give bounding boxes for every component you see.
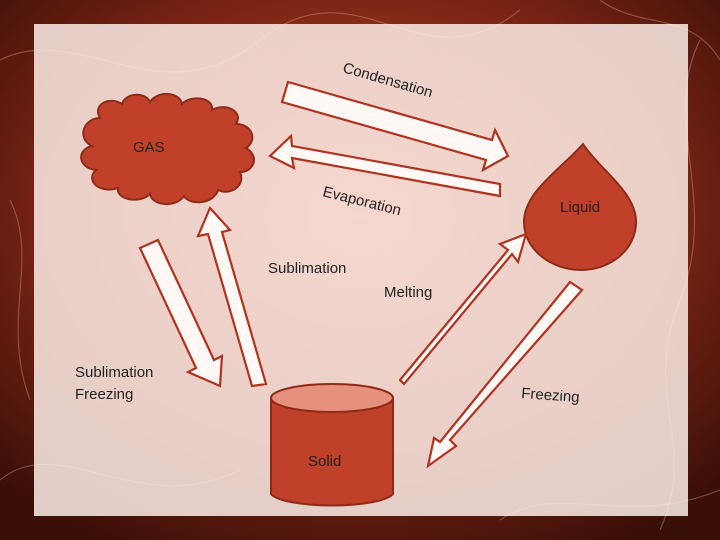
- gas-label: GAS: [133, 139, 165, 156]
- sublimation-freezing-label-line2: Freezing: [75, 386, 133, 403]
- sublimation-freezing-label-line1: Sublimation: [75, 364, 153, 381]
- solid-label: Solid: [308, 453, 341, 470]
- freezing-arrow: [426, 280, 584, 469]
- melting-label: Melting: [384, 284, 432, 301]
- liquid-droplet-shape: [522, 142, 638, 272]
- evaporation-label: Evaporation: [321, 183, 403, 219]
- gas-cloud-shape: [80, 93, 255, 205]
- sublimation-arrow: [196, 205, 268, 388]
- sublimation-freezing-arrow: [138, 238, 224, 388]
- evaporation-arrow: [268, 133, 502, 198]
- solid-cylinder-shape: [270, 383, 394, 507]
- sublimation-label: Sublimation: [268, 260, 346, 277]
- condensation-arrow: [280, 80, 510, 173]
- melting-arrow: [398, 232, 528, 386]
- condensation-label: Condensation: [341, 60, 435, 102]
- freezing-label: Freezing: [521, 385, 580, 406]
- liquid-label: Liquid: [560, 199, 600, 216]
